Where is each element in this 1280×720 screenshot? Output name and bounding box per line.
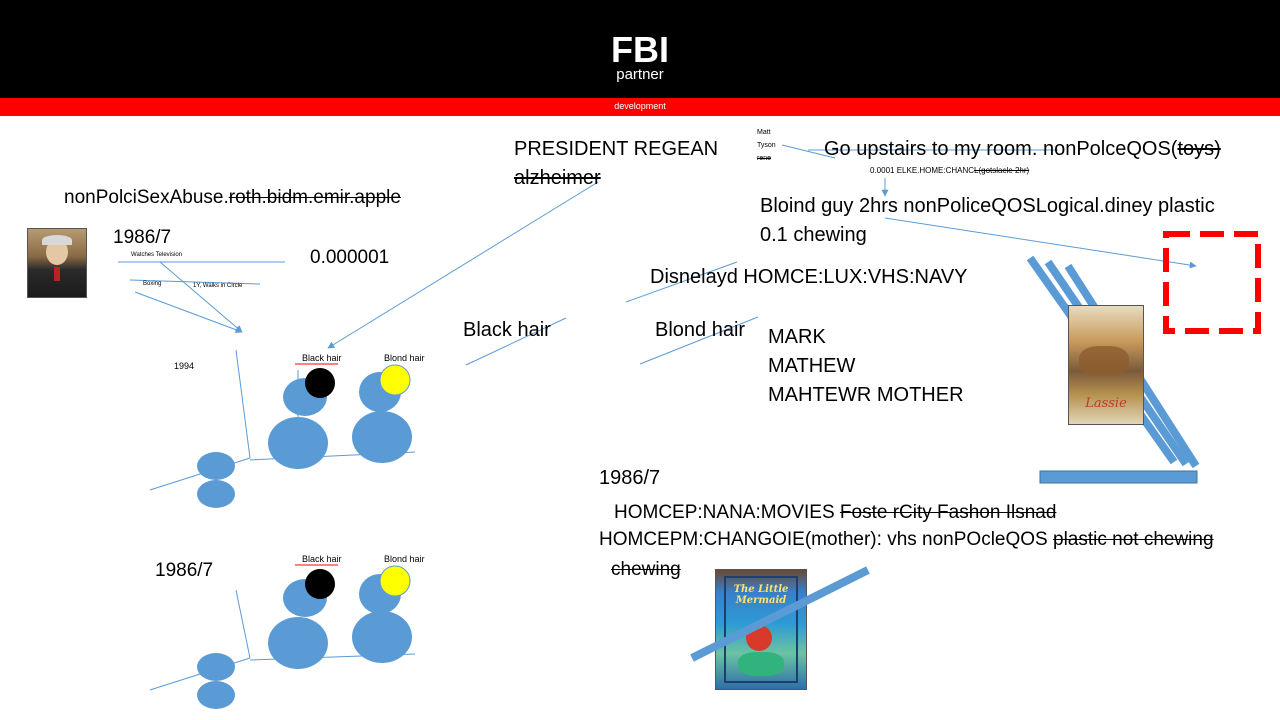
lassie-poster: Lassie — [1068, 305, 1144, 425]
red-band — [0, 98, 1280, 116]
chance-strike-text: L(gotslacle 2hr) — [974, 166, 1030, 175]
blond-hair-label: Blond hair — [384, 353, 425, 363]
chance-text: 0.0001 ELKE.HOME:CHANC — [870, 166, 975, 175]
header-subtitle: partner — [616, 66, 664, 83]
movies-text: HOMCEP:NANA:MOVIES — [614, 502, 840, 523]
name-mahtewr-mother: MAHTEWR MOTHER — [768, 384, 964, 406]
abuse-strike-text: roth.bidm.emir.apple — [228, 187, 401, 208]
upstairs-strike-text: toys) — [1177, 138, 1221, 160]
president-label: PRESIDENT REGEAN — [514, 138, 719, 160]
person-circle — [268, 417, 328, 469]
person-circle — [197, 452, 235, 480]
blond-hair-label: Blond hair — [384, 554, 425, 564]
mermaid-poster: The Little Mermaid — [715, 569, 807, 690]
disneyland-label: Disnelayd HOMCE:LUX:VHS:NAVY — [650, 266, 968, 288]
blond-guy-line2: 0.1 chewing — [760, 224, 867, 246]
header-banner — [0, 0, 1280, 98]
blond-hair-circle — [379, 364, 411, 396]
date-label: 1986/7 — [599, 467, 661, 489]
dashed-box — [1163, 231, 1261, 334]
black-hair-circle — [305, 368, 335, 398]
date-label: 1986/7 — [155, 560, 214, 581]
watches-tv-label: Watches Television — [131, 252, 183, 258]
person-circle — [197, 653, 235, 681]
mermaid-title: The Little Mermaid — [733, 584, 789, 606]
walks-label: 1Y, Walks in Circle — [193, 283, 243, 289]
chance-label: 0.0001 ELKE.HOME:CHANCL(gotslacle 2hr) — [870, 166, 1029, 176]
upstairs-label: Go upstairs to my room. nonPolceQOS(toys… — [824, 137, 1221, 161]
person-circle — [352, 411, 412, 463]
arrow-line — [327, 181, 599, 349]
value-label: 0.000001 — [310, 247, 390, 268]
upstairs-text: Go upstairs to my room. nonPolceQOS( — [824, 138, 1178, 160]
arrow-line — [134, 291, 243, 334]
connector-line — [129, 279, 261, 285]
black-hair-label: Black hair — [302, 554, 342, 564]
portrait-photo — [27, 228, 87, 298]
family-tree-top — [149, 261, 759, 508]
abuse-label: nonPolciSexAbuse.roth.bidm.emir.apple — [64, 186, 401, 209]
lassie-title: Lassie — [1085, 396, 1127, 411]
person-circle — [352, 611, 412, 663]
connector-line — [781, 144, 836, 159]
person-circle — [197, 480, 235, 508]
blond-guy-line1: Bloind guy 2hrs nonPoliceQOSLogical.dine… — [760, 195, 1215, 217]
blond-hair-label: Blond hair — [655, 319, 746, 341]
name-mark: MARK — [768, 326, 826, 348]
abuse-text: nonPolciSexAbuse. — [64, 187, 229, 208]
chewing-label: chewing — [611, 559, 681, 580]
person-circle — [268, 617, 328, 669]
person-circle — [197, 681, 235, 709]
change-text: HOMCEPM:CHANGOIE(mother): vhs nonPOcleQO… — [599, 529, 1053, 550]
band-text: development — [614, 101, 666, 111]
year-label: 1994 — [174, 361, 195, 371]
alzheimer-label: alzheimer — [514, 167, 601, 189]
movies-strike-text: Foste rCity Fashon Ilsnad — [839, 502, 1057, 523]
rene-label: rene — [757, 155, 772, 162]
tyson-label: Tyson — [757, 142, 776, 149]
header-title: FBI — [611, 29, 669, 70]
name-mathew: MATHEW — [768, 355, 856, 377]
matt-label: Matt — [757, 129, 771, 136]
black-hair-circle — [305, 569, 335, 599]
change-strike-text: plastic not chewing — [1053, 529, 1214, 550]
blond-hair-circle — [379, 565, 411, 597]
black-hair-label: Black hair — [463, 319, 551, 341]
change-label: HOMCEPM:CHANGOIE(mother): vhs nonPOcleQO… — [599, 528, 1280, 551]
boxing-label: Boxing — [143, 281, 162, 287]
black-hair-label: Black hair — [302, 353, 342, 363]
blue-bar — [1039, 470, 1198, 484]
arrow-line — [159, 261, 243, 333]
arrow-line — [884, 217, 1197, 269]
family-tree-bottom — [149, 564, 416, 709]
movies-label: HOMCEP:NANA:MOVIES Foste rCity Fashon Il… — [614, 501, 1056, 524]
date-label: 1986/7 — [113, 227, 172, 248]
